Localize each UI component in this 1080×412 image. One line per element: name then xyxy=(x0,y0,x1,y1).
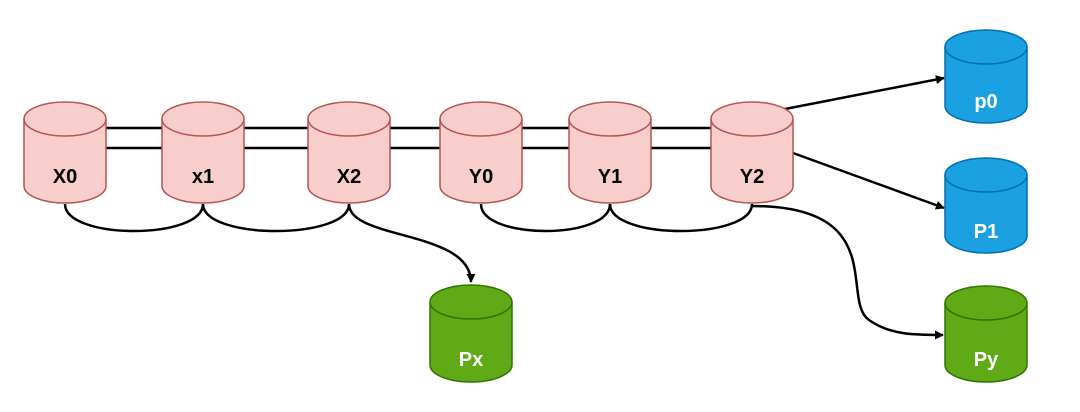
cylinder-x2[interactable]: X2 xyxy=(307,101,391,204)
arrows xyxy=(347,75,945,340)
cylinder-p0[interactable]: p0 xyxy=(944,29,1028,124)
double-links xyxy=(106,126,711,150)
cylinder-py-label: Py xyxy=(974,349,999,371)
cylinder-p0-label: p0 xyxy=(974,91,997,113)
cylinder-x1-body xyxy=(161,101,245,204)
cylinder-y1-rim xyxy=(568,118,652,137)
curve-y1-y2 xyxy=(608,203,754,233)
curved-links xyxy=(63,203,754,233)
arrow-y2-py xyxy=(751,204,944,340)
cylinder-y0-label: Y0 xyxy=(469,166,493,188)
cylinder-py-rim xyxy=(944,302,1028,321)
cylinder-y0[interactable]: Y0 xyxy=(439,101,523,204)
arrow-x2-px xyxy=(347,203,476,283)
cylinder-p1-rim xyxy=(944,174,1028,193)
arrow-y2-p1 xyxy=(792,151,945,210)
cylinder-x1-rim xyxy=(161,118,245,137)
cylinder-y2[interactable]: Y2 xyxy=(710,101,794,204)
cylinder-y1[interactable]: Y1 xyxy=(568,101,652,204)
cylinder-y2-label: Y2 xyxy=(740,166,764,188)
cylinder-y0-body xyxy=(439,101,523,204)
cylinder-x1-label: x1 xyxy=(192,166,214,188)
cylinder-x0-rim xyxy=(23,118,107,137)
curve-y0-y1 xyxy=(479,203,612,233)
cylinder-x0-label: X0 xyxy=(53,166,77,188)
cylinder-y2-rim xyxy=(710,118,794,137)
curve-x1-x2 xyxy=(201,203,351,233)
cylinder-py-body xyxy=(944,285,1028,383)
cylinder-p1[interactable]: P1 xyxy=(944,157,1028,254)
cylinder-y1-body xyxy=(568,101,652,204)
cylinder-y2-body xyxy=(710,101,794,204)
cylinder-px[interactable]: Px xyxy=(429,284,513,383)
cylinder-p1-body xyxy=(944,157,1028,254)
cylinder-x0-body xyxy=(23,101,107,204)
cylinder-x2-label: X2 xyxy=(337,166,361,188)
arrow-y2-p0 xyxy=(779,75,945,112)
cylinder-p0-body xyxy=(944,29,1028,124)
cylinder-p0-rim xyxy=(944,46,1028,65)
cylinder-px-label: Px xyxy=(459,349,483,371)
cylinder-py[interactable]: Py xyxy=(944,285,1028,383)
cylinder-x2-rim xyxy=(307,118,391,137)
cylinder-y0-rim xyxy=(439,118,523,137)
cylinder-px-body xyxy=(429,284,513,383)
cylinder-x2-body xyxy=(307,101,391,204)
cylinder-y1-label: Y1 xyxy=(598,166,622,188)
cylinder-px-rim xyxy=(429,301,513,320)
curve-x0-x1 xyxy=(63,203,205,233)
cylinder-p1-label: P1 xyxy=(974,221,998,243)
cylinder-x1[interactable]: x1 xyxy=(161,101,245,204)
cylinder-x0[interactable]: X0 xyxy=(23,101,107,204)
